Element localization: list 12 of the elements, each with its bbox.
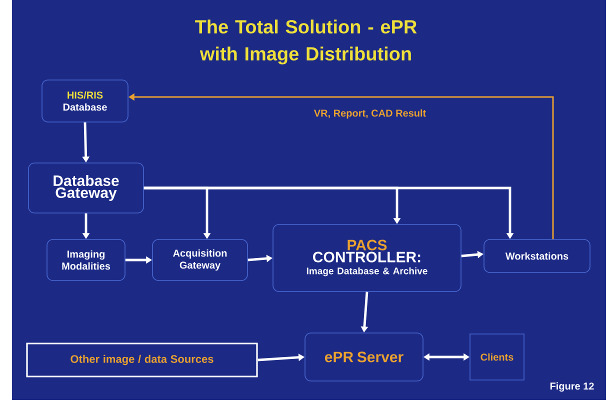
box: Clients: [470, 334, 524, 380]
box: Imaging Modalities: [46, 239, 126, 281]
figure-number: Figure 12: [550, 382, 594, 392]
box: ePR Server: [304, 332, 424, 382]
box: Database Gateway: [28, 162, 144, 214]
box: Acquisition Gateway: [152, 239, 248, 281]
edge-label: VR, Report, CAD Result: [310, 106, 430, 122]
title: The Total Solution - ePR with Image Distribution: [195, 20, 417, 64]
box: Other image / data Sources: [26, 342, 258, 378]
box: Workstations: [484, 239, 590, 273]
box: PACS CONTROLLER: Image Database & Archive: [272, 224, 462, 292]
box: HIS/RIS Database: [42, 80, 128, 122]
